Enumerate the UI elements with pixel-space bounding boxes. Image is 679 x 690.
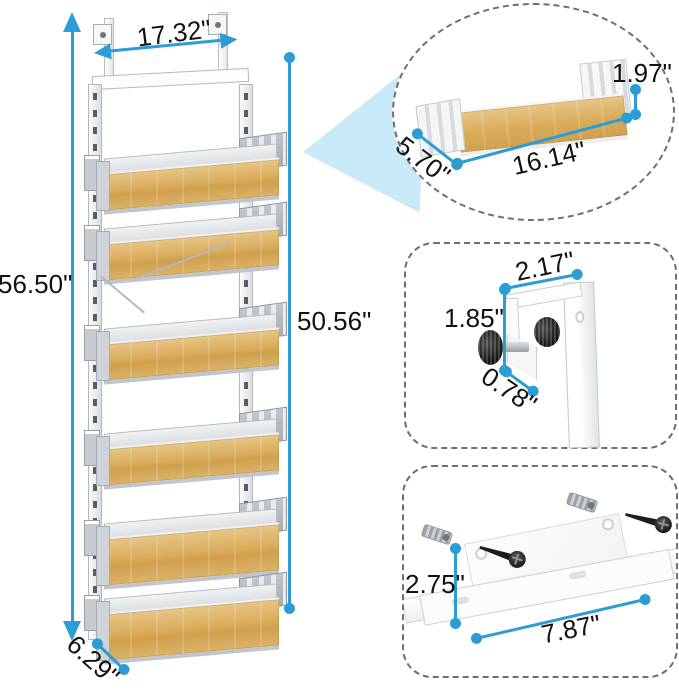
basket-end-left xyxy=(96,331,110,381)
basket-height-label: 1.97" xyxy=(612,58,672,88)
storage-basket xyxy=(84,496,287,590)
thumbscrew-shaft xyxy=(501,342,529,352)
hook-screw-hole xyxy=(575,310,585,324)
bracket-height-label: 2.75" xyxy=(405,569,465,599)
basket-end-left xyxy=(96,436,110,486)
overall-height-line xyxy=(71,30,74,622)
wall-anchor xyxy=(565,491,599,514)
rail-slot xyxy=(568,570,587,580)
bracket-detail-inset: 2.75" 7.87" xyxy=(402,465,678,678)
storage-basket xyxy=(84,406,287,490)
bracket-height-line xyxy=(450,543,461,629)
screw-head xyxy=(652,514,674,535)
storage-basket xyxy=(84,571,287,665)
basket-detail-inset: 1.97" 16.14" 5.70" xyxy=(390,3,675,221)
bracket-length-label: 7.87" xyxy=(538,608,604,650)
basket-height-line xyxy=(630,84,641,120)
arrow-down-icon xyxy=(63,621,81,641)
hook-detail-inset: 2.17" 1.85" 0.78" xyxy=(404,242,677,449)
rail-height-line xyxy=(284,52,295,614)
thumbscrew-knob xyxy=(478,330,503,365)
basket-end-left xyxy=(96,526,110,586)
hook-height-label: 1.85" xyxy=(444,303,504,333)
mounting-screw xyxy=(622,507,674,537)
thumbscrew-back xyxy=(534,317,560,347)
rail-height-label: 50.56" xyxy=(297,306,372,336)
door-hook-left-bracket xyxy=(93,24,112,45)
hook-vertical-bar xyxy=(563,281,600,449)
wall-anchor xyxy=(420,523,454,546)
mount-plate-hole xyxy=(600,517,616,532)
overall-height-label: 56.50" xyxy=(0,269,73,299)
basket-end-left xyxy=(96,231,110,281)
storage-basket xyxy=(84,201,287,285)
storage-basket xyxy=(84,301,287,385)
basket-end-left xyxy=(96,161,110,211)
hanger-bar xyxy=(91,67,250,91)
door-hook-right-bracket xyxy=(208,14,227,35)
arrow-left-icon xyxy=(93,43,112,61)
arrow-up-icon xyxy=(63,12,81,32)
storage-basket xyxy=(84,131,287,215)
